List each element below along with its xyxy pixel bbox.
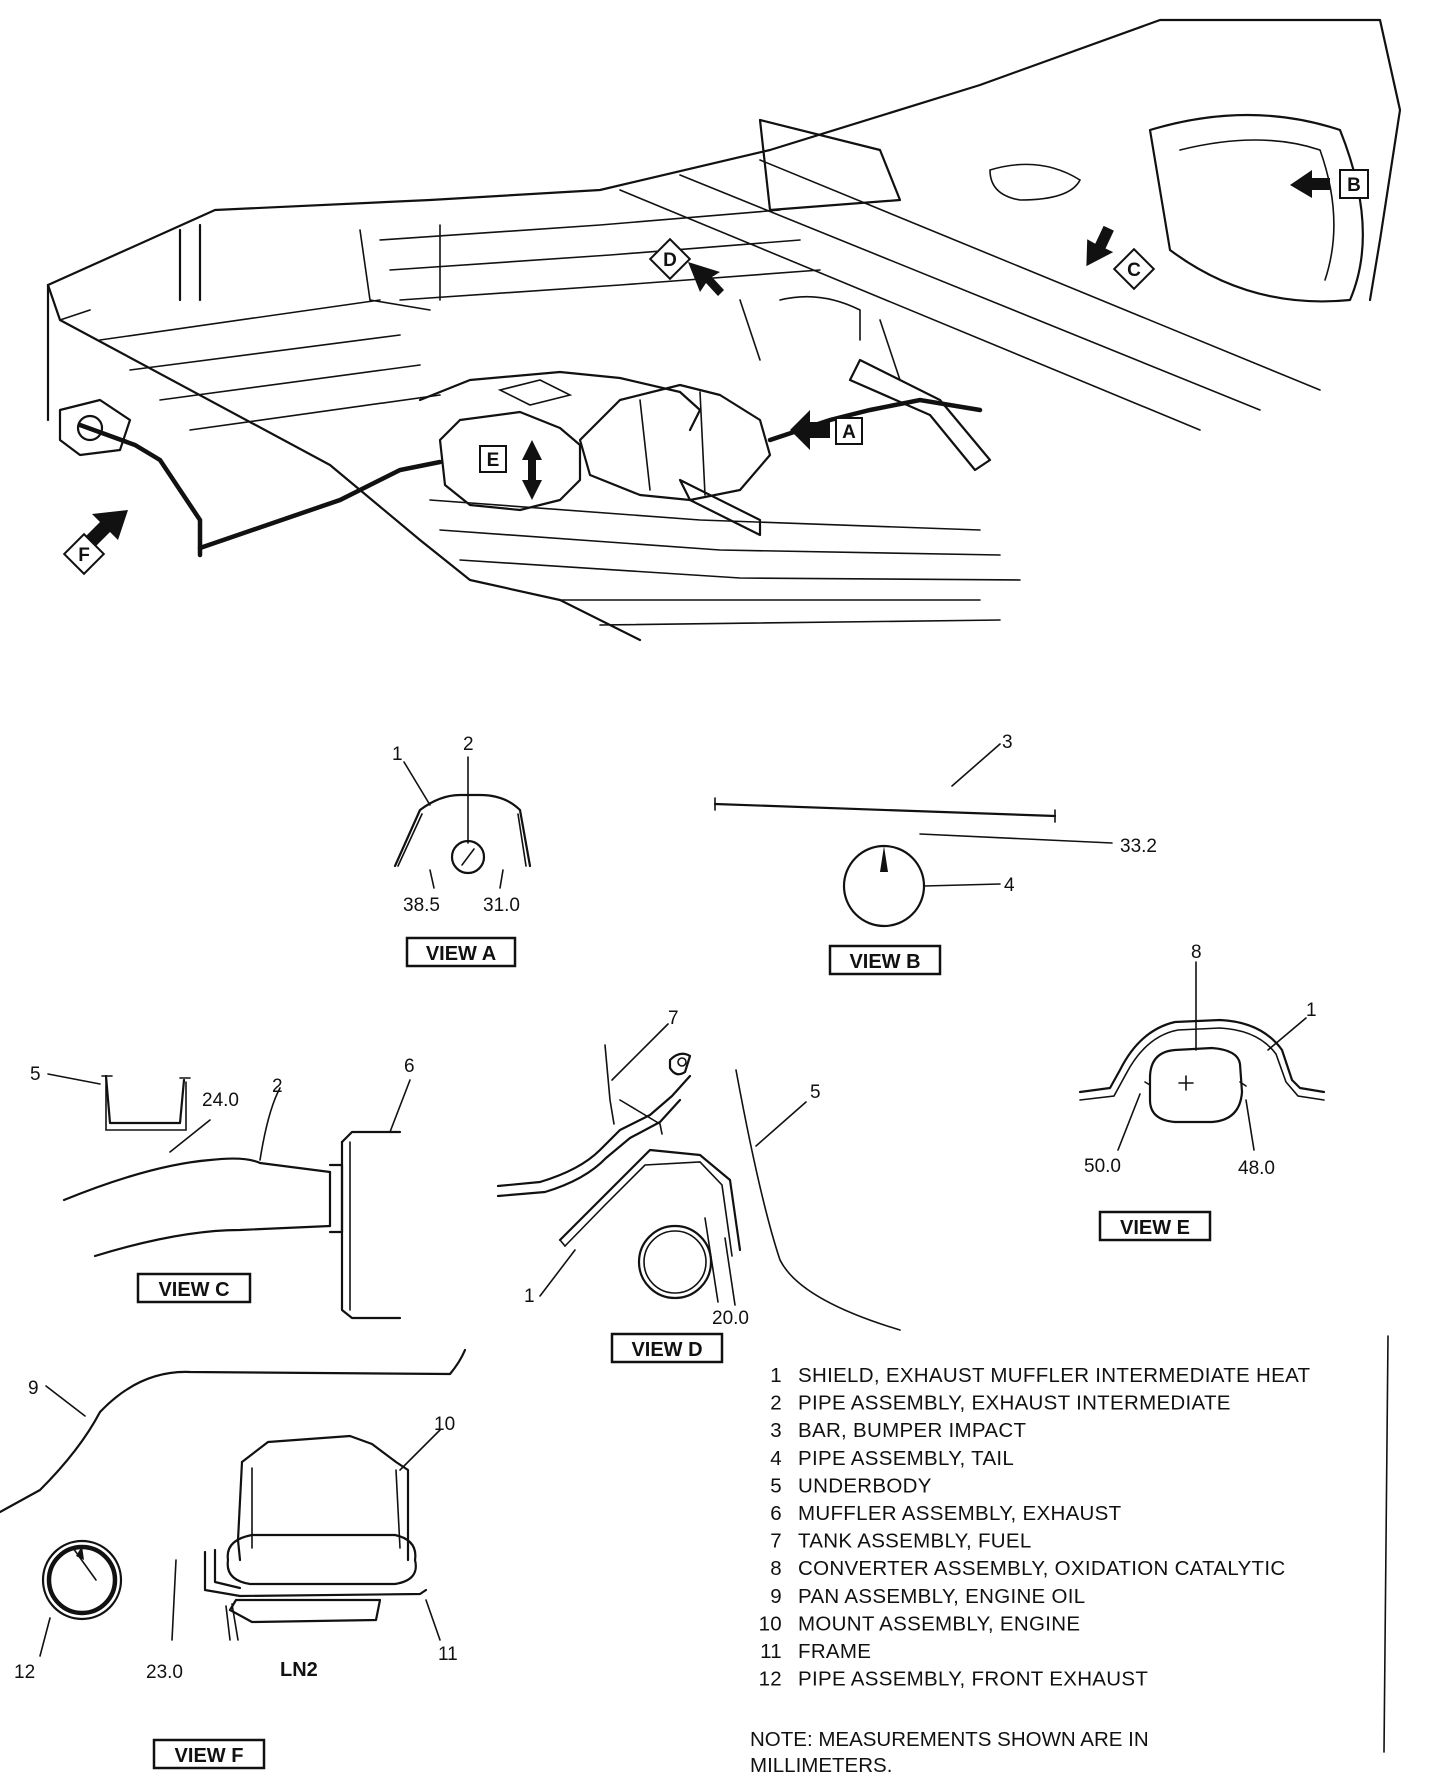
view-f-label: VIEW F [175,1745,244,1767]
view-d-callout-7: 7 [668,1008,679,1029]
view-a: 1 2 38.5 31.0 VIEW A [392,734,532,968]
view-f-callout-11: 11 [438,1644,458,1665]
legend-text: MOUNT ASSEMBLY, ENGINE [798,1612,1080,1635]
legend-text: PIPE ASSEMBLY, EXHAUST INTERMEDIATE [798,1392,1231,1415]
view-arrow-b: B [1290,169,1369,199]
note-line-1: NOTE: MEASUREMENTS SHOWN ARE IN [750,1728,1149,1751]
view-c-label: VIEW C [158,1279,229,1301]
view-c-callout-2: 2 [272,1076,283,1097]
view-a-callout-2: 2 [463,734,474,755]
view-b-callout-4: 4 [1004,875,1015,896]
legend-number: 3 [770,1419,782,1442]
legend-number: 12 [759,1668,782,1691]
view-a-callout-1: 1 [392,744,403,765]
view-f-callout-10: 10 [434,1414,455,1435]
legend-number: 11 [760,1640,782,1663]
legend-text: UNDERBODY [798,1474,932,1497]
view-d-callout-1: 1 [524,1286,535,1307]
view-arrow-a: A [790,410,863,450]
legend-number: 9 [770,1585,782,1608]
view-e: 8 1 50.0 48.0 VIEW E [1078,942,1326,1242]
legend-number: 4 [770,1447,782,1470]
view-arrow-d-letter: D [663,250,677,271]
legend-text: FRAME [798,1640,871,1663]
view-d: 7 5 1 20.0 VIEW D [496,1008,901,1364]
view-arrow-c-letter: C [1127,260,1141,281]
view-f-measurement-1: 23.0 [146,1662,183,1683]
note-line-2: MILLIMETERS. [750,1754,892,1777]
view-e-measurement-2: 48.0 [1238,1158,1275,1179]
legend-text: MUFFLER ASSEMBLY, EXHAUST [798,1502,1122,1525]
legend-text: PAN ASSEMBLY, ENGINE OIL [798,1585,1085,1608]
legend-text: PIPE ASSEMBLY, TAIL [798,1447,1014,1470]
legend-number: 1 [770,1364,782,1387]
view-a-measurement-1: 38.5 [403,895,440,916]
legend-text: BAR, BUMPER IMPACT [798,1419,1026,1442]
view-b-callout-3: 3 [1002,732,1013,753]
view-f-engine-code: LN2 [280,1659,318,1681]
view-arrow-d: D [648,237,724,296]
legend-number: 5 [770,1474,782,1497]
view-f-callout-12: 12 [14,1662,35,1683]
view-f-callout-9: 9 [28,1378,39,1399]
view-e-callout-1: 1 [1306,1000,1317,1021]
view-d-measurement-1: 20.0 [712,1308,749,1329]
view-b-measurement-1: 33.2 [1120,836,1157,857]
view-arrow-c: C [1086,225,1156,291]
view-arrow-f: F [62,510,128,576]
view-b: 3 4 33.2 VIEW B [713,732,1157,976]
legend-text: SHIELD, EXHAUST MUFFLER INTERMEDIATE HEA… [798,1364,1311,1387]
view-e-label: VIEW E [1120,1217,1190,1239]
view-e-callout-8: 8 [1191,942,1202,963]
legend-text: PIPE ASSEMBLY, FRONT EXHAUST [798,1668,1148,1691]
view-e-measurement-1: 50.0 [1084,1156,1121,1177]
view-c-measurement-1: 24.0 [202,1090,239,1111]
legend-text: CONVERTER ASSEMBLY, OXIDATION CATALYTIC [798,1557,1285,1580]
view-c-callout-6: 6 [404,1056,415,1077]
view-arrow-f-letter: F [78,545,90,566]
legend-number: 10 [759,1612,782,1635]
view-arrow-e-letter: E [487,450,500,471]
view-d-callout-5: 5 [810,1082,821,1103]
legend-rows: 1 SHIELD, EXHAUST MUFFLER INTERMEDIATE HE… [759,1364,1311,1691]
view-a-label: VIEW A [426,943,496,965]
view-c-callout-5: 5 [30,1064,41,1085]
legend-number: 6 [770,1502,782,1525]
view-arrow-e: E [479,440,542,500]
view-b-label: VIEW B [849,951,920,973]
legend-number: 2 [770,1392,782,1415]
legend-number: 7 [770,1530,782,1553]
view-arrow-a-letter: A [842,422,856,443]
view-d-label: VIEW D [631,1339,702,1361]
underbody-illustration [46,18,1402,642]
legend-text: TANK ASSEMBLY, FUEL [798,1530,1032,1553]
legend-number: 8 [770,1557,782,1580]
view-f: 9 10 11 12 23.0 LN2 VIEW F [0,1348,467,1770]
view-c: 5 2 6 24.0 VIEW C [30,1056,415,1320]
legend: 1 SHIELD, EXHAUST MUFFLER INTERMEDIATE HE… [750,1335,1389,1777]
view-arrow-b-letter: B [1347,175,1361,196]
view-a-measurement-2: 31.0 [483,895,520,916]
